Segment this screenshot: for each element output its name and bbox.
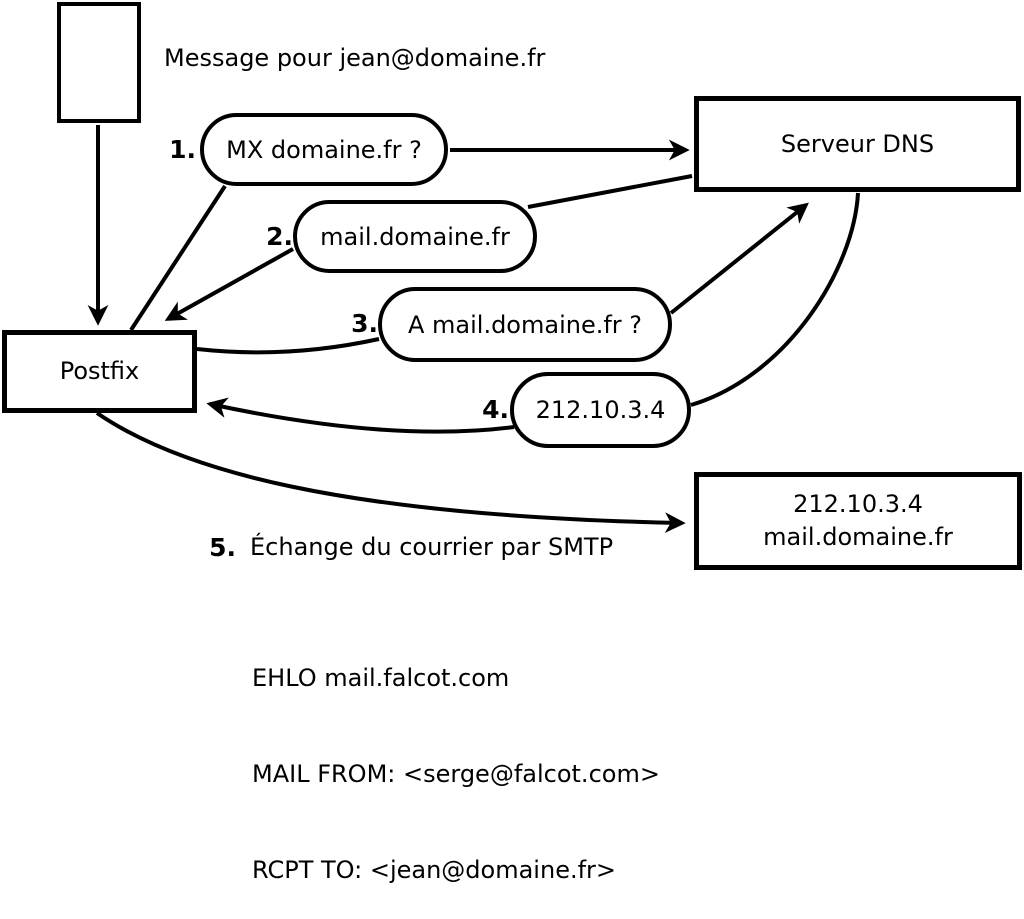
step-pill-a-query: A mail.domaine.fr ?: [378, 287, 672, 362]
step-number-3: 3.: [351, 309, 378, 338]
step-number-5: 5.: [209, 533, 236, 562]
arrow-postfix-to-mailserver: [95, 411, 686, 534]
step-pill-a-answer: 212.10.3.4: [510, 372, 691, 448]
step-pill-label: A mail.domaine.fr ?: [407, 310, 643, 339]
message-label: Message pour jean@domaine.fr: [164, 44, 546, 72]
line-postfix-to-query3: [196, 337, 380, 355]
smtp-line: MAIL FROM: <serge@falcot.com>: [252, 760, 660, 788]
arrow-answer2-to-postfix: [164, 247, 294, 321]
arrow-query3-to-dns: [669, 202, 809, 315]
smtp-line: RCPT TO: <jean@domaine.fr>: [252, 856, 617, 884]
step-pill-label: MX domaine.fr ?: [226, 135, 422, 164]
mail-server-box: 212.10.3.4 mail.domaine.fr: [694, 472, 1022, 570]
step-pill-mx-query: MX domaine.fr ?: [200, 113, 448, 186]
mail-server-labels: 212.10.3.4 mail.domaine.fr: [763, 488, 953, 554]
step-number-4: 4.: [482, 395, 509, 424]
postfix-box: Postfix: [2, 330, 197, 413]
step-pill-label: 212.10.3.4: [535, 396, 666, 424]
dns-server-label: Serveur DNS: [780, 129, 935, 158]
mail-server-ip: 212.10.3.4: [793, 490, 923, 518]
step-pill-mx-answer: mail.domaine.fr: [293, 200, 537, 273]
mail-server-hostname: mail.domaine.fr: [763, 523, 953, 551]
message-envelope-box: [57, 2, 141, 123]
dns-server-box: Serveur DNS: [694, 96, 1021, 192]
line-dns-to-answer2: [527, 174, 693, 209]
arrow-answer4-to-postfix: [206, 397, 515, 434]
step-pill-label: mail.domaine.fr: [320, 222, 510, 251]
smtp-session-text: EHLO mail.falcot.com MAIL FROM: <serge@f…: [252, 598, 660, 919]
step5-label: Échange du courrier par SMTP: [250, 533, 614, 561]
step-number-1: 1.: [169, 135, 196, 164]
step-number-2: 2.: [266, 222, 293, 251]
line-postfix-to-query1: [129, 184, 227, 332]
postfix-label: Postfix: [59, 357, 140, 385]
line-dns-to-answer4: [690, 192, 860, 407]
smtp-line: EHLO mail.falcot.com: [252, 664, 510, 692]
